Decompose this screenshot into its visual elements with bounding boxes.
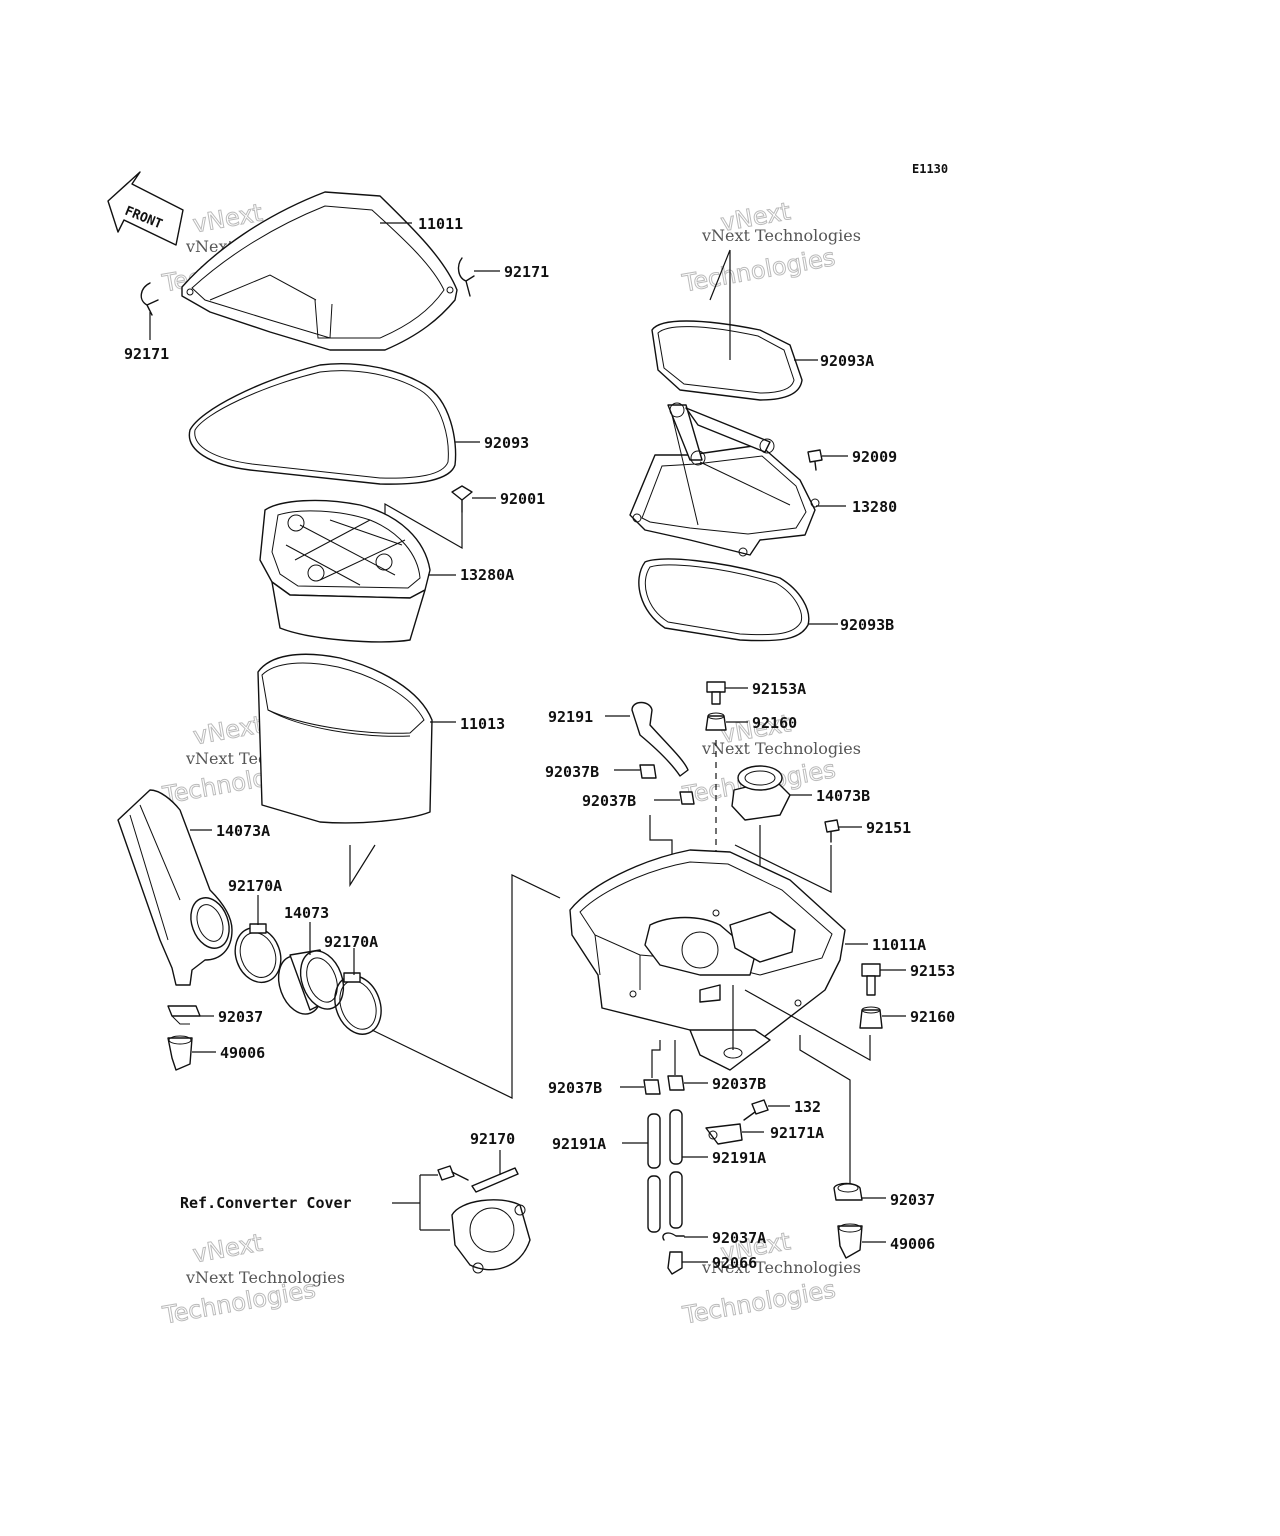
label-13280: 13280: [852, 498, 897, 516]
bolt-132: [743, 1099, 769, 1121]
bolt-92153A: [706, 681, 726, 705]
diagram-code: E1130: [912, 162, 948, 176]
label-92171A: 92171A: [770, 1124, 824, 1142]
clip-92171-left: [140, 282, 159, 316]
bolt-92153: [861, 963, 881, 996]
label-49006-right: 49006: [890, 1235, 935, 1253]
front-arrow: FRONT: [107, 171, 184, 246]
label-92037B-2: 92037B: [582, 792, 636, 810]
screw-92151: [824, 819, 840, 843]
wing-nut-92001: [451, 485, 473, 513]
svg-text:Technologies: Technologies: [680, 243, 838, 298]
clamp-92037-right: [833, 1182, 863, 1201]
screw-92009: [807, 449, 823, 471]
air-cleaner-case-11011A: [569, 849, 846, 1071]
label-92160-top: 92160: [752, 714, 797, 732]
label-92037-right: 92037: [890, 1191, 935, 1209]
air-filter-11013: [257, 653, 433, 824]
label-14073A: 14073A: [216, 822, 270, 840]
label-92037B-4: 92037B: [712, 1075, 766, 1093]
label-49006-left: 49006: [220, 1044, 265, 1062]
label-11013: 11013: [460, 715, 505, 733]
clip-92171-right: [457, 257, 475, 297]
label-11011: 11011: [418, 215, 463, 233]
label-92037B-1: 92037B: [545, 763, 599, 781]
hose-92191A-right: [669, 1109, 683, 1229]
element-holder-13280A: [259, 499, 431, 643]
watermark-text: vNext Technologies: [185, 1268, 345, 1287]
plug-92066: [667, 1251, 683, 1275]
label-92001: 92001: [500, 490, 545, 508]
gasket-92093B: [638, 558, 810, 642]
svg-text:vNext: vNext: [191, 711, 265, 751]
label-92093B: 92093B: [840, 616, 894, 634]
hose-14073: [277, 949, 345, 1015]
label-92153A: 92153A: [752, 680, 806, 698]
label-11011A: 11011A: [872, 936, 926, 954]
label-92037-left: 92037: [218, 1008, 263, 1026]
label-92171-left: 92171: [124, 345, 169, 363]
label-92191A-left: 92191A: [552, 1135, 606, 1153]
watermark-text: vNext Technologies: [701, 1258, 861, 1277]
label-92093: 92093: [484, 434, 529, 452]
hose-92191A-left: [647, 1113, 661, 1233]
clip-92037A: [662, 1232, 685, 1241]
clamp-92037B-2: [679, 791, 695, 805]
bolt-converter: [437, 1165, 469, 1181]
label-92191: 92191: [548, 708, 593, 726]
breather-hose-92191: [631, 701, 689, 777]
clamp-92037B-3: [643, 1079, 661, 1095]
label-92160-bottom: 92160: [910, 1008, 955, 1026]
label-92066: 92066: [712, 1254, 757, 1272]
gasket-92093A: [651, 320, 803, 401]
label-92151: 92151: [866, 819, 911, 837]
cap-49006-left: [167, 1035, 193, 1071]
label-92037A: 92037A: [712, 1229, 766, 1247]
gasket-92093: [188, 363, 457, 485]
label-132: 132: [794, 1098, 821, 1116]
label-92093A: 92093A: [820, 352, 874, 370]
cap-49006-right: [837, 1223, 863, 1259]
intake-duct-14073A: [117, 789, 233, 986]
clamp-92170A-left: [234, 923, 282, 984]
grommet-92160-top: [705, 712, 727, 731]
label-14073: 14073: [284, 904, 329, 922]
strap-92170: [471, 1167, 519, 1193]
clamp-92037B-1: [639, 764, 657, 779]
label-92153: 92153: [910, 962, 955, 980]
clamp-92037-left: [167, 1005, 201, 1025]
clip-92171A: [705, 1123, 743, 1145]
label-92170A-right: 92170A: [324, 933, 378, 951]
element-holder-13280: [629, 402, 820, 557]
ref-converter-cover-label: Ref.Converter Cover: [180, 1194, 352, 1212]
svg-text:Technologies: Technologies: [680, 1275, 838, 1330]
converter-cover: [451, 1199, 531, 1274]
label-92170: 92170: [470, 1130, 515, 1148]
label-14073B: 14073B: [816, 787, 870, 805]
label-92171-right: 92171: [504, 263, 549, 281]
air-cleaner-cover: [181, 191, 458, 351]
clamp-92037B-4: [667, 1075, 685, 1091]
grommet-92160-bottom: [859, 1006, 883, 1029]
svg-text:vNext: vNext: [191, 1229, 265, 1269]
label-92037B-3: 92037B: [548, 1079, 602, 1097]
label-92009: 92009: [852, 448, 897, 466]
watermark-text: vNext Technologies: [701, 739, 861, 758]
intake-joint-14073B: [731, 765, 791, 821]
label-92191A-right: 92191A: [712, 1149, 766, 1167]
watermark-text: vNext Technologies: [701, 226, 861, 245]
label-13280A: 13280A: [460, 566, 514, 584]
clamp-92170A-right: [334, 972, 382, 1035]
label-92170A-left: 92170A: [228, 877, 282, 895]
